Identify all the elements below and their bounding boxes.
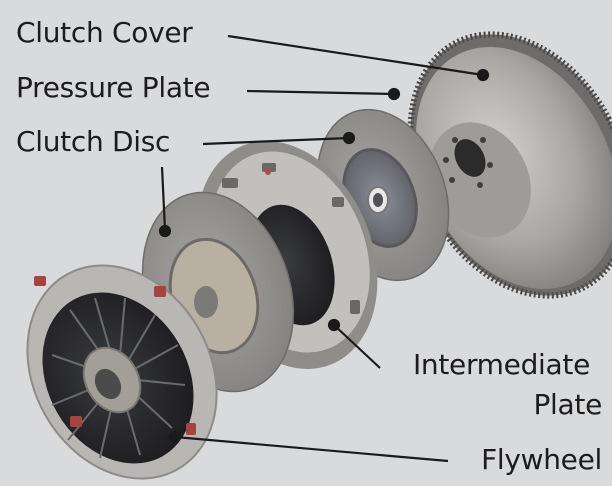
leader-clutch-cover [227, 34, 484, 77]
cover-diaphragm-assembly [26, 264, 218, 480]
label-intermediate-plate-line1: Intermediate [412, 348, 590, 381]
leader-lines [158, 34, 490, 463]
label-pressure-plate: Pressure Plate [16, 71, 211, 104]
label-clutch-disc: Clutch Disc [16, 125, 171, 158]
label-flywheel: Flywheel [481, 443, 602, 476]
leader-flywheel [174, 435, 449, 463]
ring-gear-flywheel [407, 31, 612, 299]
leader-clutch-disc [202, 136, 350, 146]
leader-clutch-disc-front [160, 166, 167, 231]
leader-intermediate-plate [333, 324, 381, 369]
label-intermediate-plate-line2: Plate [533, 388, 602, 421]
leader-pressure-plate [246, 89, 395, 96]
label-clutch-cover: Clutch Cover [16, 16, 193, 49]
